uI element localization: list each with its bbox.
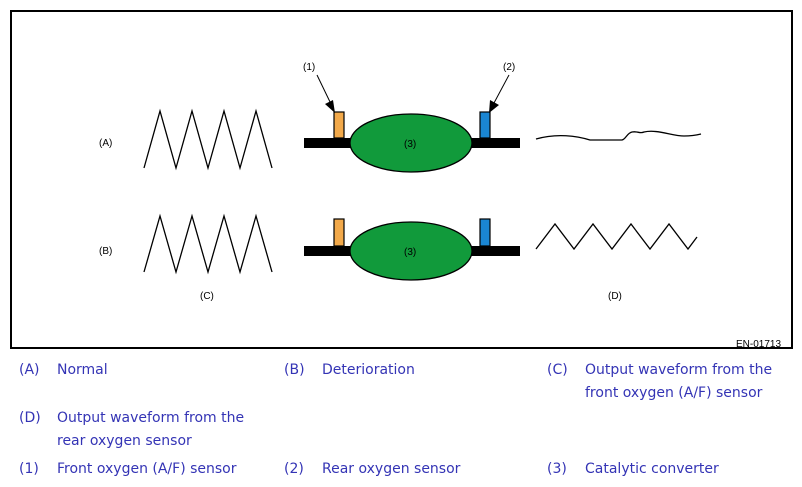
row-label-a: (A) bbox=[99, 138, 112, 149]
converter-label-top: (3) bbox=[404, 139, 416, 150]
front-waveform-normal bbox=[143, 108, 273, 171]
converter-label-bottom: (3) bbox=[404, 247, 416, 258]
legend-key-a: (A) bbox=[19, 362, 40, 378]
rear-sensor-normal bbox=[479, 111, 491, 139]
rear-waveform-deteriorated bbox=[535, 222, 698, 251]
legend-text-d-line1: Output waveform from the bbox=[57, 410, 245, 426]
callout-arrowhead-1 bbox=[325, 100, 335, 113]
callout-label-front-sensor: (1) bbox=[303, 62, 315, 73]
legend-text-b: Deterioration bbox=[322, 362, 415, 378]
front-sensor-normal bbox=[333, 111, 345, 139]
legend-key-c: (C) bbox=[547, 362, 568, 378]
legend: (A) Normal (B) Deterioration (C) Output … bbox=[0, 356, 802, 487]
legend-text-3: Catalytic converter bbox=[585, 461, 719, 477]
legend-text-a: Normal bbox=[57, 362, 108, 378]
diagram-figure: (A) (B) (3) (1) (2) (3) (C) (D) EN bbox=[10, 10, 793, 350]
callout-label-rear-sensor: (2) bbox=[503, 62, 515, 73]
rear-waveform-normal bbox=[535, 130, 702, 141]
legend-key-3: (3) bbox=[547, 461, 567, 477]
callout-arrowhead-2 bbox=[489, 100, 499, 113]
waveform-label-d: (D) bbox=[608, 291, 622, 302]
front-waveform-deteriorated bbox=[143, 213, 273, 275]
legend-key-2: (2) bbox=[284, 461, 304, 477]
diagram-canvas: (A) (B) (3) (1) (2) (3) (C) (D) EN bbox=[99, 62, 781, 350]
row-label-b: (B) bbox=[99, 246, 112, 257]
callout-arrow-line-2 bbox=[493, 74, 510, 104]
callout-arrow-line-1 bbox=[316, 74, 332, 105]
waveform-label-c: (C) bbox=[200, 291, 214, 302]
catalytic-converter-deteriorated bbox=[349, 221, 473, 281]
legend-text-2: Rear oxygen sensor bbox=[322, 461, 461, 477]
legend-key-d: (D) bbox=[19, 410, 41, 426]
legend-text-c-line1: Output waveform from the bbox=[585, 362, 773, 378]
front-sensor-deteriorated bbox=[333, 218, 345, 247]
legend-text-d-line2: rear oxygen sensor bbox=[57, 433, 192, 449]
legend-item-d: (D) Output waveform from the rear oxygen… bbox=[19, 407, 279, 453]
legend-key-1: (1) bbox=[19, 461, 39, 477]
legend-key-b: (B) bbox=[284, 362, 305, 378]
legend-text-1: Front oxygen (A/F) sensor bbox=[57, 461, 237, 477]
figure-code: EN-01713 bbox=[736, 339, 781, 350]
catalytic-converter-normal bbox=[349, 113, 473, 173]
rear-sensor-deteriorated bbox=[479, 218, 491, 247]
legend-item-c: (C) Output waveform from the front oxyge… bbox=[547, 359, 797, 405]
legend-text-c-line2: front oxygen (A/F) sensor bbox=[585, 385, 763, 401]
